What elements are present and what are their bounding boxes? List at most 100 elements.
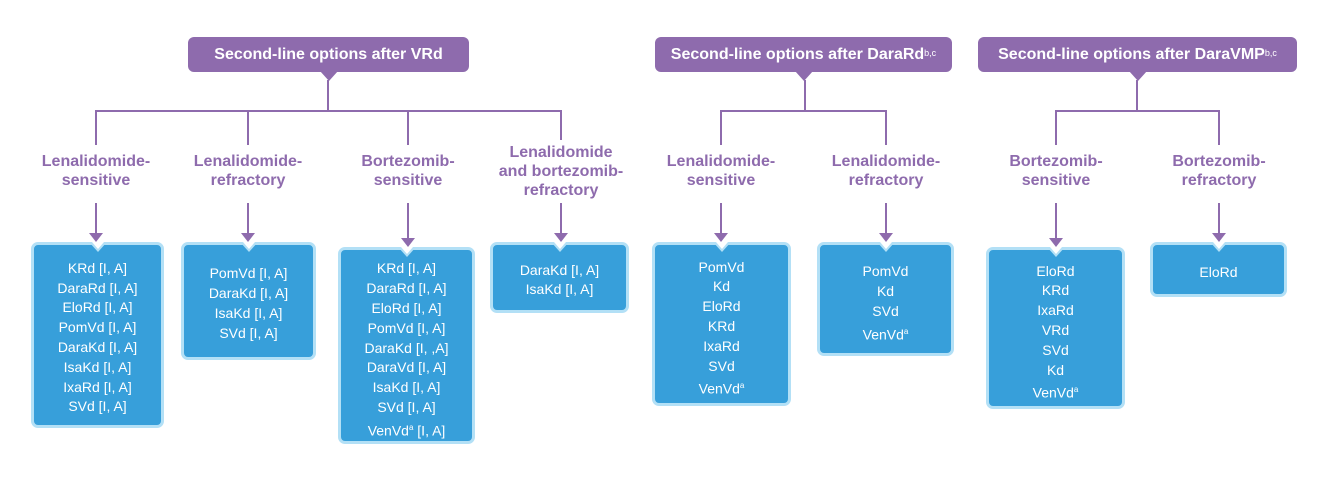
box-notch-inner bbox=[91, 242, 104, 249]
label-line: Lenalidomide- bbox=[41, 153, 151, 170]
option-item: VenVda bbox=[655, 376, 788, 399]
header-footnote: b,c bbox=[924, 47, 937, 58]
header-pointer bbox=[1128, 71, 1147, 81]
option-item: IxaRd bbox=[655, 337, 788, 357]
option-item: IsaKd [I, A] bbox=[184, 304, 313, 324]
box-notch-inner bbox=[400, 247, 413, 254]
options-box: DaraKd [I, A] IsaKd [I, A] bbox=[490, 242, 629, 313]
options-box: PomVd [I, A]DaraKd [I, A]IsaKd [I, A]SVd… bbox=[181, 242, 316, 360]
connector-line bbox=[95, 203, 97, 235]
option-name: EloRd bbox=[1036, 262, 1075, 279]
option-item: DaraKd [I, A] bbox=[184, 284, 313, 304]
option-item: Kd bbox=[989, 361, 1122, 381]
connector-line bbox=[95, 110, 97, 145]
label-line: and bortezomib- bbox=[498, 163, 624, 180]
box-notch-inner bbox=[553, 242, 566, 249]
category-label: Lenalidomide-refractory bbox=[163, 152, 333, 190]
option-name: VenVd bbox=[862, 326, 904, 343]
option-item: VenVda [I, A] bbox=[341, 418, 472, 441]
arrow-head-icon bbox=[879, 233, 893, 242]
option-name: IxaRd bbox=[703, 337, 740, 354]
option-name: EloRd bbox=[702, 298, 741, 315]
option-name: IxaRd bbox=[1037, 302, 1074, 319]
header-footnote: b,c bbox=[1264, 47, 1277, 58]
options-list: KRd [I, A]DaraRd [I, A] EloRd [I, A]PomVd… bbox=[34, 245, 161, 417]
category-label: Lenalidomide-sensitive bbox=[636, 152, 806, 190]
connector-line bbox=[885, 203, 887, 235]
label-line: sensitive bbox=[373, 172, 443, 189]
option-footnote: a bbox=[408, 422, 414, 432]
connector-line bbox=[1055, 110, 1220, 112]
box-notch-inner bbox=[1049, 247, 1062, 254]
label-line: refractory bbox=[210, 172, 286, 189]
box-notch-inner bbox=[715, 242, 728, 249]
category-label: Bortezomib-refractory bbox=[1134, 152, 1304, 190]
option-name: KRd bbox=[707, 318, 736, 335]
label-line: sensitive bbox=[686, 172, 756, 189]
option-name: VenVd bbox=[367, 422, 409, 439]
option-name: PomVd [I, A] bbox=[58, 319, 137, 336]
option-name: DaraVd [I, A] bbox=[366, 359, 447, 376]
option-name: SVd bbox=[872, 302, 899, 319]
option-item: PomVd bbox=[820, 262, 951, 282]
option-name: Kd bbox=[876, 283, 895, 300]
arrow-head-icon bbox=[401, 238, 415, 247]
option-item: EloRd [I, A] bbox=[34, 298, 161, 318]
label-line: sensitive bbox=[1021, 172, 1091, 189]
options-list: KRd [I, A]DaraRd [I, A]EloRd [I, A]PomVd… bbox=[341, 250, 472, 441]
options-list: PomVd [I, A]DaraKd [I, A]IsaKd [I, A]SVd… bbox=[184, 245, 313, 344]
connector-line bbox=[247, 110, 249, 145]
connector-line bbox=[720, 110, 887, 112]
option-item: KRd bbox=[655, 317, 788, 337]
box-notch-inner bbox=[1212, 242, 1225, 249]
option-item: SVd bbox=[655, 357, 788, 377]
label-line: refractory bbox=[523, 182, 599, 199]
label-line: Bortezomib- bbox=[1172, 153, 1266, 170]
arrow-head-icon bbox=[1049, 238, 1063, 247]
arrow-head-icon bbox=[554, 233, 568, 242]
connector-line bbox=[560, 110, 562, 140]
option-item: DaraRd [I, A] bbox=[341, 279, 472, 299]
option-item: VRd bbox=[989, 321, 1122, 341]
connector-line bbox=[720, 203, 722, 235]
option-name: IxaRd [I, A] bbox=[63, 378, 132, 395]
label-line: Lenalidomide bbox=[509, 144, 613, 161]
option-footnote: a bbox=[1073, 385, 1079, 395]
option-item: KRd [I, A] bbox=[34, 259, 161, 279]
label-line: refractory bbox=[1181, 172, 1257, 189]
connector-line bbox=[327, 80, 329, 111]
connector-line bbox=[1218, 203, 1220, 235]
connector-line bbox=[1218, 110, 1220, 145]
header-title: Second-line options after VRd bbox=[214, 45, 443, 63]
option-name: IsaKd [I, A] bbox=[525, 281, 594, 298]
option-item: EloRd bbox=[1153, 263, 1284, 283]
option-item: IsaKd [I, A] bbox=[493, 280, 626, 300]
option-item: DaraVd [I, A] bbox=[341, 358, 472, 378]
option-name: DaraKd [I, ,A] bbox=[364, 339, 449, 356]
option-name: Kd bbox=[712, 278, 731, 295]
option-item: DaraKd [I, A] bbox=[34, 338, 161, 358]
option-item: SVd [I, A] bbox=[184, 324, 313, 344]
option-item: SVd [I, A] bbox=[34, 397, 161, 417]
arrow-head-icon bbox=[89, 233, 103, 242]
option-name: DaraKd [I, A] bbox=[208, 285, 289, 302]
option-name: SVd bbox=[1042, 341, 1069, 358]
option-name: SVd [I, A] bbox=[377, 398, 436, 415]
option-name: EloRd bbox=[1199, 263, 1238, 280]
option-name: DaraKd [I, A] bbox=[519, 261, 600, 278]
header-title: Second-line options after DaraVMP bbox=[998, 45, 1265, 63]
box-notch-inner bbox=[879, 242, 892, 249]
option-name: DaraRd [I, A] bbox=[57, 279, 138, 296]
option-item: EloRd bbox=[655, 297, 788, 317]
option-evidence: [I, A] bbox=[413, 422, 446, 439]
connector-line bbox=[407, 203, 409, 240]
option-item: DaraRd [I, A] bbox=[34, 279, 161, 299]
option-item: PomVd [I, A] bbox=[34, 318, 161, 338]
option-name: IsaKd [I, A] bbox=[372, 379, 441, 396]
connector-line bbox=[407, 110, 409, 145]
label-line: Bortezomib- bbox=[361, 153, 455, 170]
